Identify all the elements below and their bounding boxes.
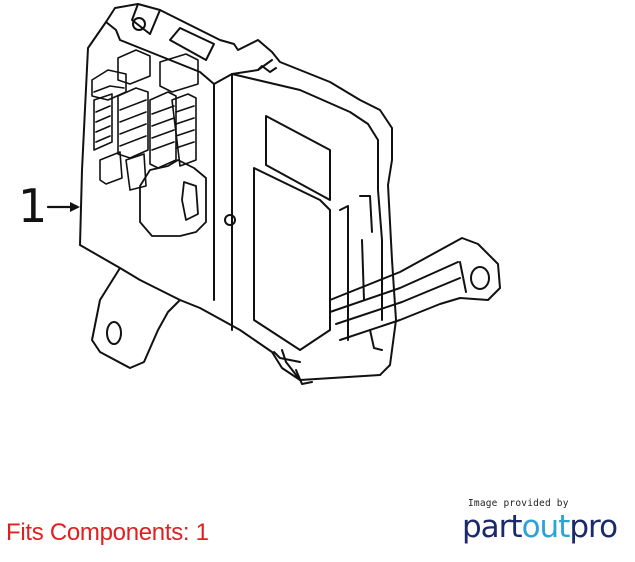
fuse-array (91, 49, 199, 191)
fuse-box-housing (79, 3, 397, 381)
image-credit: Image provided by partoutpro (462, 498, 622, 544)
partoutpro-logo: partoutpro (462, 509, 618, 545)
control-module (231, 73, 383, 385)
fits-components-text: Fits Components: (6, 519, 190, 546)
part-diagram (46, 3, 501, 385)
mounting-bracket-left (91, 267, 181, 369)
connector-socket (139, 159, 207, 237)
fits-components-count: 1 (195, 519, 209, 546)
mounting-bracket-right (329, 237, 501, 341)
credit-caption: Image provided by (468, 498, 569, 509)
callout-arrow (46, 202, 80, 212)
callout-number-1: 1 (18, 179, 48, 233)
fits-components-label: Fits Components: 1 (6, 518, 209, 548)
